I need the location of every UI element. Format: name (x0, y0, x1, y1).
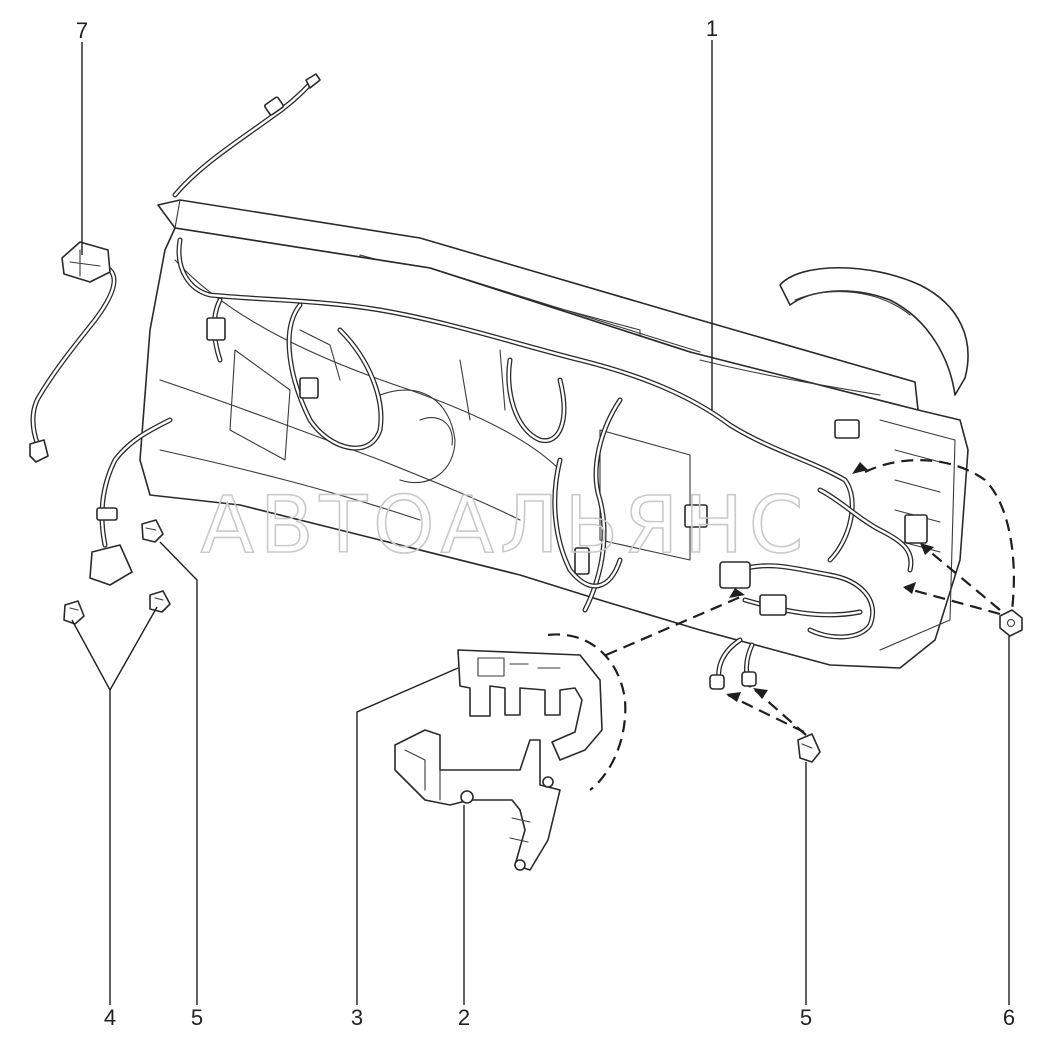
part-6-nut (999, 609, 1023, 637)
callout-1: 1 (706, 16, 718, 41)
callout-6: 6 (1003, 1005, 1015, 1030)
callout-5-left: 5 (191, 1005, 203, 1030)
callout-5-right: 5 (800, 1005, 812, 1030)
part-4-clips (63, 590, 171, 625)
callout-4: 4 (104, 1005, 116, 1030)
part-5-clip-left (141, 519, 164, 543)
watermark-text: АВТОАЛЬЯНС (201, 481, 810, 571)
part-5-clip-right (797, 733, 821, 763)
upper-sensor-lead (172, 73, 321, 198)
part-2-support-bracket (394, 729, 561, 871)
assembly-indicators (547, 459, 1015, 791)
main-wiring-harness (89, 237, 928, 690)
callout-3: 3 (351, 1005, 363, 1030)
callout-numbers: 1 2 3 4 5 5 6 7 (76, 16, 1015, 1030)
part-7-wiring-lead (29, 241, 117, 463)
part-3-bracket-plate (457, 649, 603, 761)
callout-7: 7 (76, 18, 88, 43)
callout-2: 2 (458, 1005, 470, 1030)
leader-lines (71, 40, 1010, 1005)
